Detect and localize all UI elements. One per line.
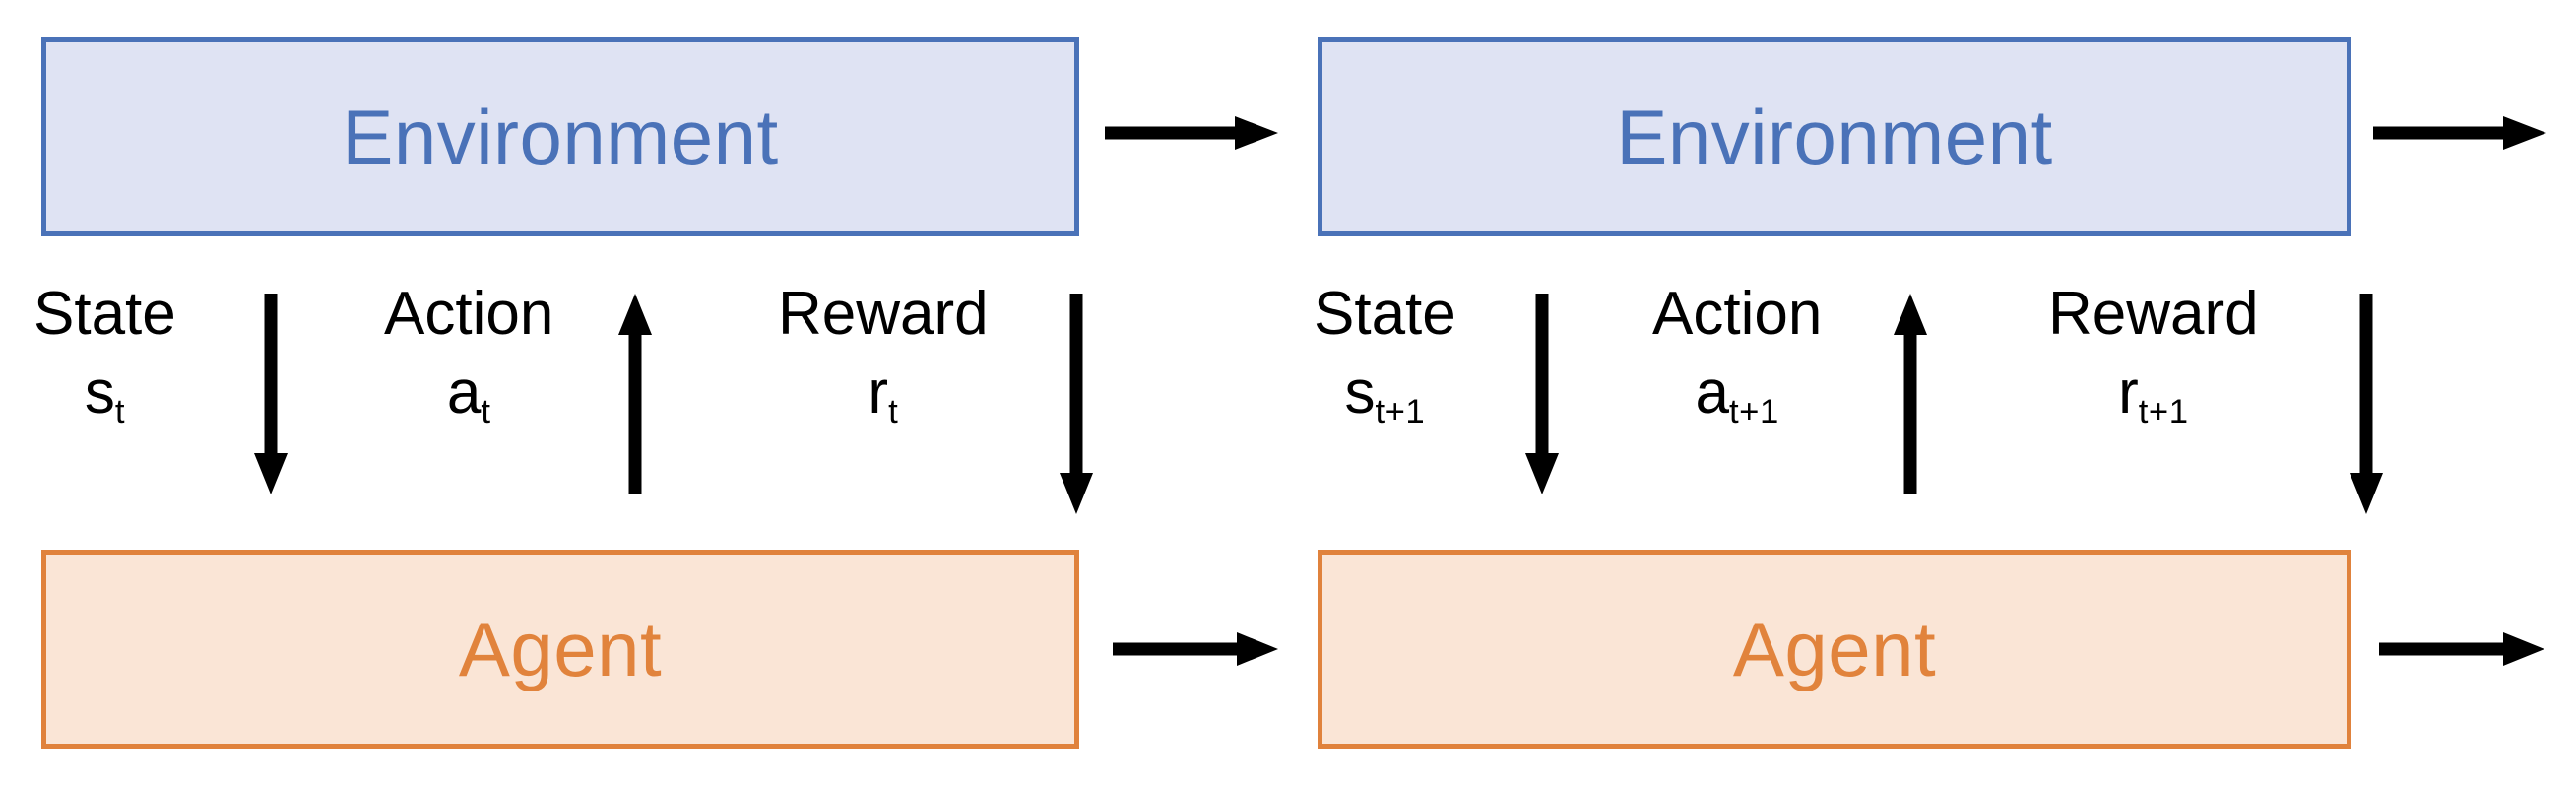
signal-symbol-action-t: at <box>446 359 491 431</box>
signal-symbol-state-t: st <box>84 359 125 431</box>
signal-name-action-t1: Action <box>1652 280 1823 348</box>
environment-label-t1: Environment <box>1616 94 2053 180</box>
arrow-state-t-down <box>248 292 293 496</box>
signal-name-reward-t1: Reward <box>2048 280 2259 348</box>
signal-name-state-t1: State <box>1314 280 1456 348</box>
arrow-action-t1-up <box>1888 292 1933 496</box>
signal-action-t: Action at <box>384 280 554 431</box>
signal-symbol-reward-t1: rt+1 <box>2118 359 2189 431</box>
environment-box-t1[interactable]: Environment <box>1318 37 2351 236</box>
transition-arrow-agent-t1-to-next <box>2377 626 2546 672</box>
signal-state-t1: State st+1 <box>1314 280 1456 431</box>
signal-name-action-t: Action <box>384 280 554 348</box>
arrow-state-t1-down <box>1519 292 1565 496</box>
transition-arrow-environment-t1-to-next <box>2371 110 2548 156</box>
signal-reward-t1: Reward rt+1 <box>2048 280 2259 431</box>
arrow-action-t-up <box>612 292 658 496</box>
agent-box-t1[interactable]: Agent <box>1318 550 2351 749</box>
signal-name-state-t: State <box>33 280 176 348</box>
environment-box-t[interactable]: Environment <box>41 37 1079 236</box>
signal-symbol-reward-t: rt <box>868 359 899 431</box>
signal-reward-t: Reward rt <box>778 280 989 431</box>
environment-label-t: Environment <box>342 94 779 180</box>
arrow-reward-t-down <box>1054 292 1099 516</box>
arrow-reward-t1-down <box>2344 292 2389 516</box>
signal-action-t1: Action at+1 <box>1652 280 1823 431</box>
transition-arrow-agent-t-to-t1 <box>1111 626 1280 672</box>
signal-state-t: State st <box>33 280 176 431</box>
signal-symbol-action-t1: at+1 <box>1695 359 1779 431</box>
signal-symbol-state-t1: st+1 <box>1344 359 1426 431</box>
signal-name-reward-t: Reward <box>778 280 989 348</box>
transition-arrow-environment-t-to-t1 <box>1103 110 1280 156</box>
agent-label-t1: Agent <box>1732 606 1937 692</box>
agent-label-t: Agent <box>458 606 663 692</box>
agent-box-t[interactable]: Agent <box>41 550 1079 749</box>
